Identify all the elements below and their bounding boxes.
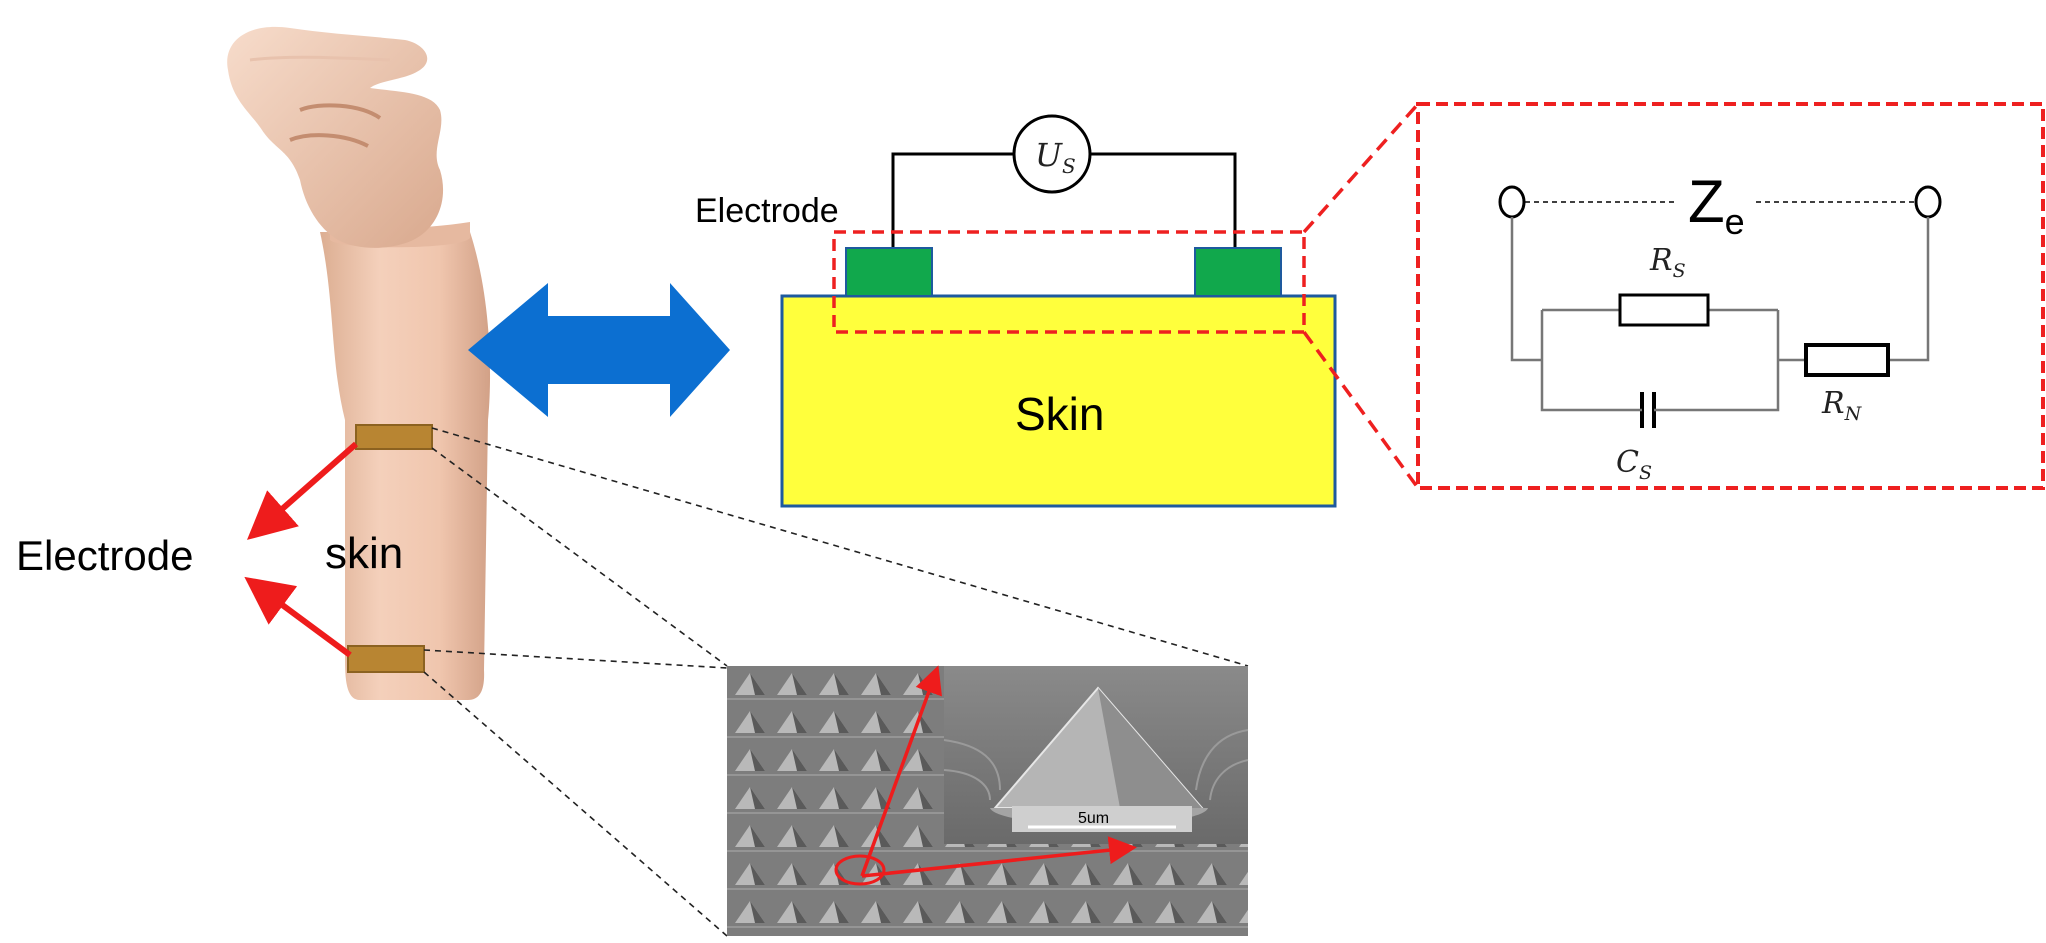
voltage-source-label: US: [1035, 136, 1076, 178]
scale-bar-label: 5um: [1078, 810, 1109, 827]
interface-selection-box: [832, 230, 1306, 334]
sem-highlight-circle: [834, 854, 886, 886]
resistor-rn: [1804, 343, 1890, 377]
electrode-pad-right: [1194, 247, 1282, 297]
resistor-rs-label: RS: [1649, 243, 1686, 282]
capacitor-cs-label: CS: [1616, 445, 1652, 484]
zoom-lines-circuit: [1302, 102, 1420, 490]
double-arrow: [468, 283, 730, 417]
zoom-lines-arm: [423, 427, 1249, 937]
arm-electrode-top: [355, 424, 433, 450]
voltage-source: [1012, 114, 1092, 194]
source-wire: [891, 152, 1014, 252]
arm-illustration: [227, 26, 491, 700]
electrode-pad-left: [845, 247, 933, 297]
sem-arrow-up: [860, 665, 942, 877]
pointer-arrow-bottom: [244, 576, 352, 658]
forearm-shape: [320, 232, 491, 700]
skin-block-label: Skin: [1015, 388, 1104, 440]
equivalent-circuit: Ze RS RN CS: [1416, 102, 2045, 490]
circuit-box: [1416, 102, 2045, 490]
skin-arm-label: skin: [325, 529, 403, 578]
capacitor-cs: [1618, 392, 1676, 428]
electrode-schematic: US Electrode Skin: [695, 114, 1337, 508]
arm-electrode-bottom: [347, 645, 425, 673]
resistor-rs: [1618, 293, 1710, 327]
electrode-schematic-label: Electrode: [695, 192, 839, 230]
electrode-pointer-arrows: [244, 441, 358, 658]
terminal-right: [1914, 185, 1942, 219]
sem-arrow-right: [861, 836, 1137, 878]
source-wire-right: [1090, 152, 1237, 252]
terminal-left: [1498, 185, 1526, 219]
impedance-label: Ze: [1688, 168, 1745, 242]
pointer-arrow-top: [246, 441, 358, 540]
electrode-arm-label: Electrode: [16, 532, 193, 579]
sem-micrograph: 5um: [727, 665, 1249, 936]
resistor-rn-label: RN: [1821, 386, 1863, 425]
